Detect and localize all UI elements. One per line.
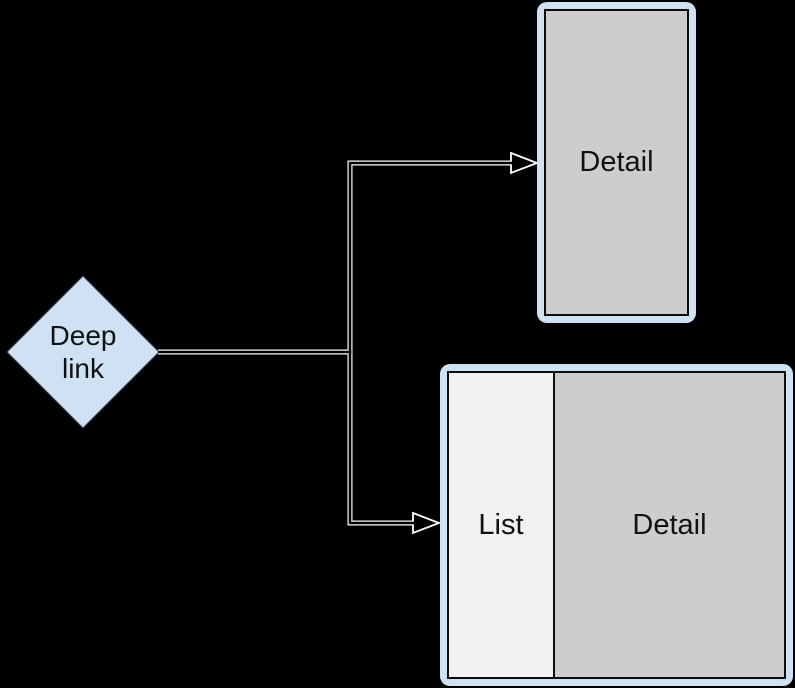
deep-link-node: Deep link xyxy=(7,276,159,428)
tablet-detail-label: Detail xyxy=(632,508,707,541)
tablet-screen: List Detail xyxy=(447,371,786,679)
tablet-frame: List Detail xyxy=(440,364,793,686)
connector-core-group xyxy=(158,161,517,525)
phone-frame: Detail xyxy=(537,2,696,323)
connector-trunk-core xyxy=(348,161,517,525)
phone-detail-pane: Detail xyxy=(544,9,689,316)
tablet-detail-pane: Detail xyxy=(555,373,784,677)
deep-link-label: Deep link xyxy=(49,320,117,384)
phone-detail-label: Detail xyxy=(579,146,654,178)
tablet-list-label: List xyxy=(478,508,524,541)
tablet-list-pane: List xyxy=(449,373,555,677)
